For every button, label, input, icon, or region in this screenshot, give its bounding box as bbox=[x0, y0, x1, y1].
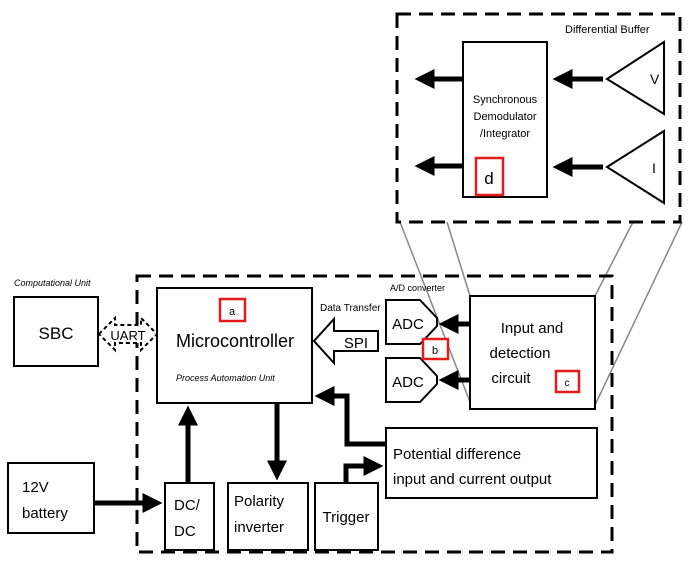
potential-label-2: input and current output bbox=[393, 471, 552, 488]
polarity-label-2: inverter bbox=[234, 519, 284, 536]
main-panel bbox=[135, 274, 614, 554]
trigger-label: Trigger bbox=[323, 509, 370, 526]
marker-c bbox=[554, 369, 581, 394]
polarity-inverter-block bbox=[227, 482, 309, 551]
battery-block bbox=[7, 462, 95, 534]
marker-d-label: d bbox=[484, 169, 493, 188]
process-automation-label: Process Automation Unit bbox=[176, 373, 275, 383]
arrow-potential-to-mcu bbox=[314, 386, 386, 447]
dcdc-block bbox=[164, 482, 215, 551]
sync-label-2: Demodulator bbox=[474, 111, 537, 123]
input-detection-label-2: detection bbox=[490, 345, 551, 362]
sbc-block bbox=[13, 296, 99, 367]
data-transfer-label: Data Transfer bbox=[320, 303, 381, 314]
marker-d bbox=[474, 156, 505, 197]
input-detection-block bbox=[469, 295, 596, 410]
input-detection-label-3: circuit bbox=[491, 370, 531, 387]
battery-label-2: battery bbox=[22, 505, 68, 522]
sbc-label: SBC bbox=[39, 324, 74, 343]
potential-label-1: Potential difference bbox=[393, 446, 521, 463]
marker-b-label: b bbox=[432, 345, 438, 357]
amp-v-label: V bbox=[650, 71, 660, 87]
marker-a-label: a bbox=[229, 306, 236, 318]
amp-i-label: I bbox=[652, 160, 656, 176]
adc-2 bbox=[385, 357, 438, 403]
spi-label: SPI bbox=[344, 335, 368, 352]
amplifier-i bbox=[605, 129, 665, 205]
marker-c-label: c bbox=[565, 378, 570, 389]
differential-buffer-panel bbox=[395, 12, 682, 224]
dcdc-label-1: DC/ bbox=[174, 497, 201, 514]
potential-difference-block bbox=[385, 427, 598, 499]
uart-label: UART bbox=[110, 328, 145, 343]
marker-a bbox=[218, 297, 247, 323]
differential-buffer-label: Differential Buffer bbox=[565, 24, 650, 36]
microcontroller-label: Microcontroller bbox=[176, 331, 294, 351]
ad-converter-label: A/D converter bbox=[390, 283, 445, 293]
adc-1-label: ADC bbox=[392, 316, 424, 333]
adc-2-label: ADC bbox=[392, 374, 424, 391]
arrow-trigger-to-potential bbox=[343, 456, 384, 483]
sync-label-3: /Integrator bbox=[480, 128, 530, 140]
polarity-label-1: Polarity bbox=[234, 493, 285, 510]
sync-label-1: Synchronous bbox=[473, 94, 538, 106]
adc-1 bbox=[385, 299, 438, 345]
marker-b bbox=[421, 337, 450, 361]
dcdc-label-2: DC bbox=[174, 523, 196, 540]
trigger-block bbox=[314, 482, 379, 551]
amplifier-v bbox=[605, 40, 665, 116]
spi-arrow bbox=[312, 316, 379, 366]
battery-label-1: 12V bbox=[22, 479, 49, 496]
computational-unit-label: Computational Unit bbox=[14, 278, 91, 288]
input-detection-label-1: Input and bbox=[501, 320, 564, 337]
